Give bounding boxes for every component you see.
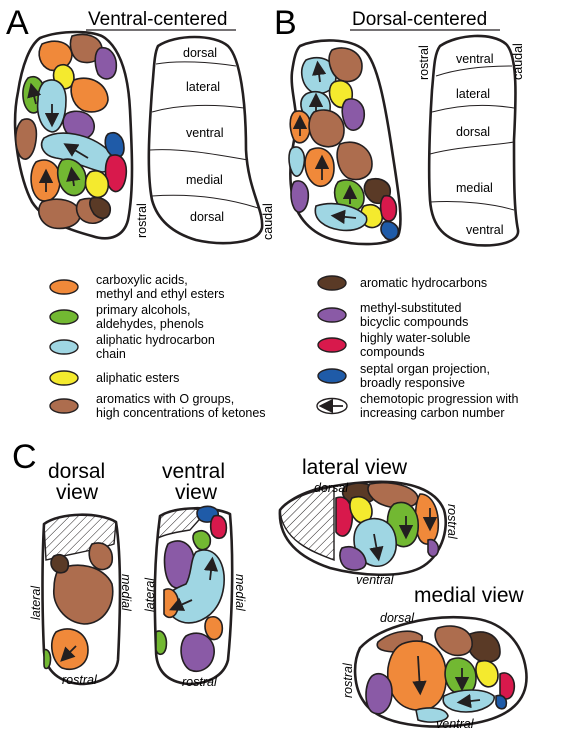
panel-b-band-lateral: lateral [456,87,490,101]
dorsal-view-title-line2: view [56,481,99,504]
ventral-view-rostral-label: rostral [182,675,218,689]
ventral-view-lateral-label: lateral [143,577,157,612]
ventral-view-title-line1: ventral [162,460,225,483]
legend-text: aldehydes, phenols [96,317,204,331]
panel-a-title: Ventral-centered [88,9,227,30]
lateral-view-dorsal-label: dorsal [314,481,349,495]
legend-item-aliphatic-esters: aliphatic esters [49,370,179,386]
panel-a-schematic: dorsal lateral ventral medial dorsal ros… [135,35,275,245]
legend-item-aromatics-o-groups: aromatics with O groups, high concentrat… [49,392,266,420]
legend-swatch-purple [317,307,347,323]
medial-view-rostral-label: rostral [341,662,355,698]
lateral-view-arrows [369,508,438,562]
legend-text: increasing carbon number [360,406,505,420]
lateral-view-rostral-label: rostral [445,504,459,540]
legend-text: aliphatic esters [96,371,179,385]
lateral-view-map: dorsal rostral ventral [278,480,459,587]
legend-item-aromatic-hydrocarbons: aromatic hydrocarbons [317,275,487,291]
legend-text: primary alcohols, [96,303,190,317]
ventral-view-map: lateral medial rostral [143,505,247,689]
medial-view-arrows [412,655,481,709]
panel-a-band-medial: medial [186,173,223,187]
legend-item-chemotopic-arrow: chemotopic progression with increasing c… [316,392,518,420]
panel-a-rostral-label: rostral [135,203,149,238]
panel-a-band-lateral: lateral [186,80,220,94]
legend-text: aliphatic hydrocarbon [96,333,215,347]
legend-item-aliphatic-hydrocarbon: aliphatic hydrocarbon chain [49,333,215,361]
medial-view-map: dorsal rostral ventral [341,611,528,731]
legend-swatch-yellow [49,370,79,386]
legend-item-primary-alcohols: primary alcohols, aldehydes, phenols [49,303,204,331]
medial-view-title: medial view [414,584,525,607]
panel-a-caudal-label: caudal [261,203,275,240]
legend-swatch-lightblue [49,339,79,355]
medial-view-dorsal-label: dorsal [380,611,415,625]
legend-text: methyl and ethyl esters [96,287,225,301]
panel-a-band-dorsal-bottom: dorsal [190,210,224,224]
ventral-view-arrows [169,556,219,611]
panel-b-schematic: ventral lateral dorsal medial ventral ro… [417,34,525,247]
dorsal-view-lateral-label: lateral [29,585,43,620]
legend-text: aromatic hydrocarbons [360,276,487,290]
panel-b-band-medial: medial [456,181,493,195]
lateral-view-title: lateral view [302,456,408,479]
dorsal-view-rostral-label: rostral [62,673,98,687]
panel-b-arrows [292,60,358,225]
panel-a-band-ventral: ventral [186,126,224,140]
legend-item-methyl-bicyclic: methyl-substituted bicyclic compounds [317,301,468,329]
panel-c-letter: C [12,438,37,476]
legend-item-water-soluble: highly water-soluble compounds [317,331,471,359]
legend-text: carboxylic acids, [96,273,188,287]
dorsal-view-title-line1: dorsal [48,460,105,483]
panel-a-colored-map [13,30,134,240]
panel-b-letter: B [274,4,297,42]
legend-swatch-darkbrown [317,275,347,291]
medial-view-ventral-label: ventral [436,717,475,731]
legend-text: septal organ projection, [360,362,490,376]
panel-b-colored-map [288,39,402,246]
panel-b-title: Dorsal-centered [352,9,487,30]
ventral-view-medial-label: medial [233,574,247,612]
panel-a-letter: A [6,4,29,42]
legend-swatch-brown [49,398,79,414]
dorsal-view-medial-label: medial [119,574,133,612]
panel-b-band-ventral-bottom: ventral [466,223,504,237]
ventral-view-title-line2: view [175,481,218,504]
legend-text: chain [96,347,126,361]
legend-text: compounds [360,345,425,359]
legend-text: methyl-substituted [360,301,461,315]
legend-text: chemotopic progression with [360,392,518,406]
panel-b-caudal-label: caudal [511,43,525,80]
panel-b-band-ventral-top: ventral [456,52,494,66]
panel-a-band-dorsal-top: dorsal [183,46,217,60]
legend-swatch-green [49,309,79,325]
legend-swatch-orange [49,279,79,295]
legend-text: broadly responsive [360,376,465,390]
legend-item-septal-organ: septal organ projection, broadly respons… [317,362,490,390]
legend-swatch-blue [317,368,347,384]
legend-text: highly water-soluble [360,331,471,345]
legend-text: high concentrations of ketones [96,406,266,420]
panel-b-band-dorsal: dorsal [456,125,490,139]
legend-text: aromatics with O groups, [96,392,234,406]
dorsal-view-map: lateral medial rostral [29,513,133,687]
legend: carboxylic acids, methyl and ethyl ester… [49,273,518,420]
legend-text: bicyclic compounds [360,315,468,329]
panel-a-arrows [27,82,89,192]
arrow-icon [60,645,77,662]
legend-swatch-red [317,337,347,353]
panel-b-rostral-label: rostral [417,45,431,80]
legend-item-carboxylic-acids: carboxylic acids, methyl and ethyl ester… [49,273,225,301]
lateral-view-ventral-label: ventral [356,573,395,587]
